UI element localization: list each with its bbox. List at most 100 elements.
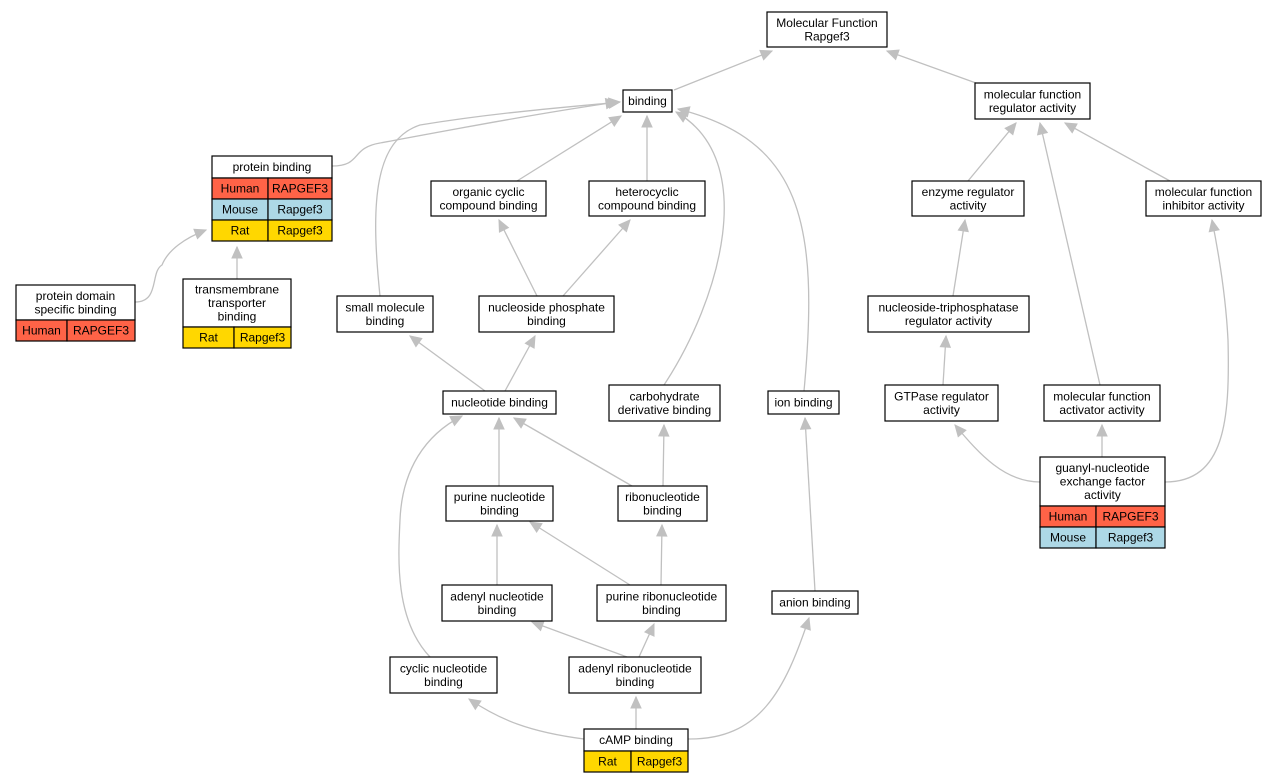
node-label: binding	[616, 675, 655, 689]
edge-line	[498, 219, 538, 297]
node-box	[430, 180, 547, 217]
edge-adenyl-ribonucleotide-to-purine-ribonucleotide	[638, 622, 655, 658]
edge-arrowhead	[1208, 218, 1220, 233]
node-anion[interactable]: anion binding	[771, 590, 859, 615]
gene-label: Rapgef3	[240, 331, 286, 345]
node-box	[1039, 456, 1166, 507]
node-label: activity	[923, 403, 960, 417]
edge-line	[804, 417, 816, 592]
node-label: activity	[1084, 488, 1121, 502]
node-label: adenyl ribonucleotide	[578, 661, 692, 675]
edge-arrowhead	[409, 335, 423, 348]
edge-arrowhead	[630, 695, 642, 709]
organism-label: Human	[221, 182, 260, 196]
edge-arrowhead	[524, 334, 536, 349]
edge-arrowhead	[656, 523, 668, 537]
node-box	[336, 295, 434, 333]
node-label: binding	[527, 314, 566, 328]
edge-ion-to-binding	[676, 106, 810, 392]
edge-adenyl-nucleotide-to-purine-nucleotide	[491, 523, 503, 585]
edge-arrowhead	[493, 416, 505, 430]
edge-arrowhead	[641, 114, 653, 128]
edge-mf-regulator-to-root	[885, 49, 977, 84]
node-label: exchange factor	[1060, 475, 1145, 489]
edge-arrowhead	[1063, 122, 1078, 134]
organism-label: Human	[22, 324, 61, 338]
node-label: carbohydrate	[629, 389, 699, 403]
edge-ribonucleotide-to-carbohydrate	[658, 423, 670, 487]
edge-line	[967, 122, 1017, 182]
node-label: binding	[642, 603, 681, 617]
edge-line	[952, 219, 966, 297]
organism-label: Rat	[199, 331, 218, 345]
node-label: guanyl-nucleotide	[1055, 461, 1149, 475]
node-label: binding	[643, 503, 682, 517]
node-label: cyclic nucleotide	[400, 661, 488, 675]
node-box	[1145, 180, 1262, 217]
edge-line	[531, 621, 628, 658]
edge-nucleotide-to-nucleoside-phosphate	[504, 334, 536, 392]
edge-mf-inhibitor-to-mf-regulator	[1063, 122, 1171, 182]
node-box	[478, 295, 615, 333]
node-label: purine nucleotide	[454, 490, 546, 504]
node-label: derivative binding	[618, 403, 711, 417]
node-box	[389, 656, 498, 694]
node-label: heterocyclic	[615, 185, 678, 199]
node-nucleotide[interactable]: nucleotide binding	[442, 390, 557, 415]
node-box	[442, 390, 557, 415]
gene-label: RAPGEF3	[1102, 510, 1158, 524]
edge-arrowhead	[618, 219, 631, 233]
node-box	[445, 485, 554, 522]
edge-enzyme-reg-to-mf-regulator	[967, 122, 1017, 182]
node-label: cAMP binding	[599, 733, 673, 747]
node-box	[974, 82, 1091, 120]
node-binding[interactable]: binding	[622, 89, 673, 113]
edge-guanyl-to-gtpase-reg	[954, 424, 1041, 483]
node-label: binding	[218, 310, 257, 324]
node-label: protein binding	[233, 160, 312, 174]
edge-line	[954, 424, 1041, 483]
node-ion[interactable]: ion binding	[767, 390, 840, 415]
gene-label: RAPGEF3	[272, 182, 328, 196]
edge-line	[673, 50, 773, 91]
node-label: molecular function	[984, 87, 1081, 101]
node-box	[911, 180, 1025, 217]
node-box	[867, 295, 1030, 333]
edge-line	[677, 108, 810, 392]
node-label: ion binding	[774, 396, 832, 410]
edge-purine-ribonucleotide-to-ribonucleotide	[656, 523, 668, 586]
edge-arrowhead	[607, 97, 622, 109]
node-label: organic cyclic	[452, 185, 524, 199]
edge-arrowhead	[528, 521, 543, 534]
edge-line	[375, 101, 621, 297]
edge-camp-to-cyclic-nucleotide	[467, 698, 585, 740]
organism-label: Mouse	[222, 203, 258, 217]
edge-cyclic-nucleotide-to-nucleotide	[398, 415, 464, 658]
edge-arrowhead	[643, 622, 655, 637]
node-box	[766, 11, 888, 48]
